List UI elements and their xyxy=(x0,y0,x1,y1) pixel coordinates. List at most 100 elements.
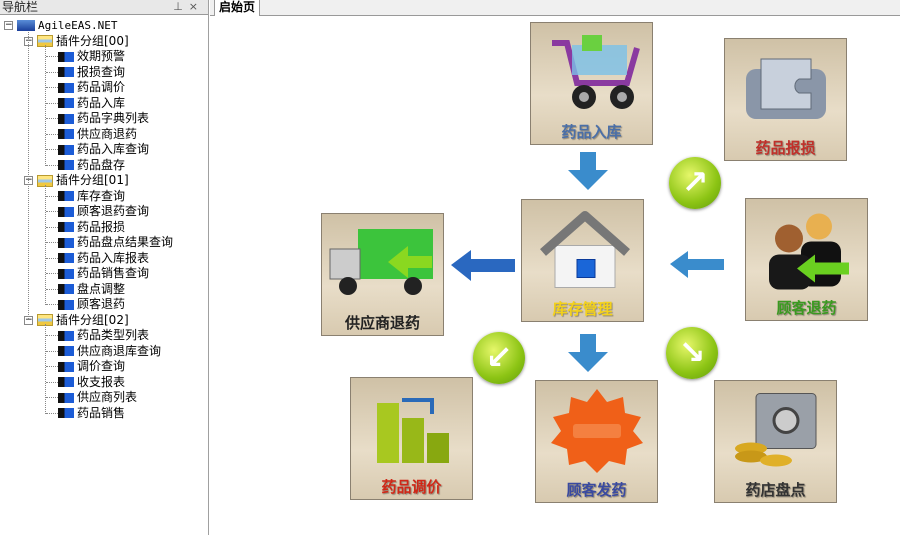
tree-root[interactable]: −AgileEAS.NET xyxy=(4,18,117,33)
tree-item[interactable]: 药品盘点结果查询 xyxy=(58,235,173,250)
tree-item[interactable]: 药品报损 xyxy=(58,220,125,235)
tile-label: 库存管理 xyxy=(552,300,613,318)
tree-node-label: 供应商列表 xyxy=(77,390,138,404)
tile-inventory[interactable]: 库存管理 xyxy=(521,199,644,322)
puzzle-wallet-icon xyxy=(745,58,826,119)
tile-customer-return[interactable]: 顾客退药 xyxy=(745,198,868,321)
tree-item[interactable]: 药品类型列表 xyxy=(58,328,149,343)
arrow-up-right-icon: ↗ xyxy=(669,157,721,209)
tree-item[interactable]: 药品调价 xyxy=(58,80,125,95)
tree-item[interactable]: 供应商列表 xyxy=(58,390,137,405)
plugin-icon xyxy=(58,222,74,232)
tree-group[interactable]: −插件分组[02] xyxy=(24,313,129,328)
arrow-down-icon xyxy=(568,334,608,372)
tree-item[interactable]: 供应商退库查询 xyxy=(58,344,161,359)
tile-loss[interactable]: 药品报损 xyxy=(724,38,847,161)
tree-item[interactable]: 供应商退药 xyxy=(58,127,137,142)
tree-connector xyxy=(46,335,58,336)
tile-label: 药品调价 xyxy=(381,478,442,496)
tree-node-label: 插件分组[01] xyxy=(56,173,129,187)
tree-item[interactable]: 顾客退药查询 xyxy=(58,204,149,219)
plugin-icon xyxy=(58,361,74,372)
arrow-down-right-icon: ↘ xyxy=(666,327,718,379)
tree-item[interactable]: 药品入库报表 xyxy=(58,251,149,266)
tree-group[interactable]: −插件分组[01] xyxy=(24,173,129,188)
tree-item[interactable]: 盘点调整 xyxy=(58,282,125,297)
truck-icon xyxy=(329,229,433,295)
plugin-icon xyxy=(58,206,74,217)
plugin-icon xyxy=(58,98,74,108)
arrow-down-left-icon: ↙ xyxy=(473,332,525,384)
tree-item[interactable]: 效期预警 xyxy=(58,49,125,64)
tree-node-label: 报损查询 xyxy=(77,64,126,79)
tree-node-label: 顾客退药查询 xyxy=(77,204,150,218)
tree-connector xyxy=(46,226,58,228)
tile-price-adjust[interactable]: 药品调价 xyxy=(350,377,473,500)
nav-title: 导航栏 xyxy=(2,0,39,14)
tree-node-label: 药品销售 xyxy=(77,405,126,420)
people-icon xyxy=(768,213,849,290)
tree-node-label: 药品入库报表 xyxy=(77,250,150,265)
tree-node-label: 插件分组[00] xyxy=(56,33,129,48)
tree-connector xyxy=(46,149,58,150)
tile-dispense[interactable]: 顾客发药 xyxy=(535,380,658,503)
tree-connector xyxy=(45,324,46,414)
plugin-icon xyxy=(58,237,74,248)
tree-connector xyxy=(46,71,58,73)
tab-start-page[interactable]: 启始页 xyxy=(214,0,261,16)
plugin-icon xyxy=(58,392,74,403)
tree-item[interactable]: 顾客退药 xyxy=(58,297,125,312)
close-icon[interactable]: × xyxy=(188,0,204,13)
tree-connector xyxy=(46,304,58,305)
tree-item[interactable]: 收支报表 xyxy=(58,375,125,390)
tree-item[interactable]: 药品销售 xyxy=(58,406,125,421)
tree-connector xyxy=(46,102,58,104)
tree-item[interactable]: 药品入库查询 xyxy=(58,142,149,157)
tree-node-label: 顾客退药 xyxy=(77,297,126,311)
tree-item[interactable]: 药品入库 xyxy=(58,96,125,111)
plugin-icon xyxy=(58,268,74,279)
tile-label: 药店盘点 xyxy=(745,481,806,499)
plugin-icon xyxy=(58,51,74,62)
tree-connector xyxy=(46,273,58,274)
tree-item[interactable]: 报损查询 xyxy=(58,65,125,80)
tree-connector xyxy=(46,56,58,57)
tree-node-label: 药品调价 xyxy=(77,80,126,94)
root-icon xyxy=(17,20,35,31)
tile-label: 顾客发药 xyxy=(566,481,627,499)
tree-node-label: 药品盘存 xyxy=(77,157,126,172)
plugin-icon xyxy=(58,284,74,294)
tree-connector xyxy=(46,195,58,197)
tree-item[interactable]: 库存查询 xyxy=(58,189,125,204)
tree-connector xyxy=(45,184,46,305)
tree-node-label: 药品入库 xyxy=(77,95,126,110)
tile-supplier-return[interactable]: 供应商退药 xyxy=(321,213,444,336)
tree-node-label: 盘点调整 xyxy=(77,281,126,296)
tree-item[interactable]: 调价查询 xyxy=(58,359,125,374)
plugin-icon xyxy=(58,144,74,155)
tree-item[interactable]: 药品字典列表 xyxy=(58,111,149,126)
tree-connector xyxy=(46,397,58,398)
pin-icon[interactable]: ⊥ xyxy=(173,0,189,13)
sale-icon xyxy=(550,389,643,473)
plugin-icon xyxy=(58,160,74,170)
collapse-toggle[interactable]: − xyxy=(4,20,13,30)
tile-label: 药品报损 xyxy=(755,139,816,157)
tree-connector xyxy=(46,381,58,383)
arrow-left-icon xyxy=(451,250,515,281)
shopping-cart-icon xyxy=(551,35,640,109)
tree-node-label: 药品报损 xyxy=(77,219,126,234)
tile-stock-in[interactable]: 药品入库 xyxy=(530,22,653,145)
tree-connector xyxy=(45,45,46,166)
tree-node-label: 库存查询 xyxy=(77,188,126,203)
tree-item[interactable]: 药品盘存 xyxy=(58,158,125,173)
tree-group[interactable]: −插件分组[00] xyxy=(24,34,129,49)
plugin-icon xyxy=(58,408,74,418)
tree-node-label: 药品盘点结果查询 xyxy=(77,235,174,249)
tree-item[interactable]: 药品销售查询 xyxy=(58,266,149,281)
tree-connector xyxy=(46,412,58,414)
tile-stocktake[interactable]: 药店盘点 xyxy=(714,380,837,503)
tree-connector xyxy=(28,31,29,319)
tree-connector xyxy=(46,133,58,135)
plugin-icon xyxy=(58,299,74,310)
